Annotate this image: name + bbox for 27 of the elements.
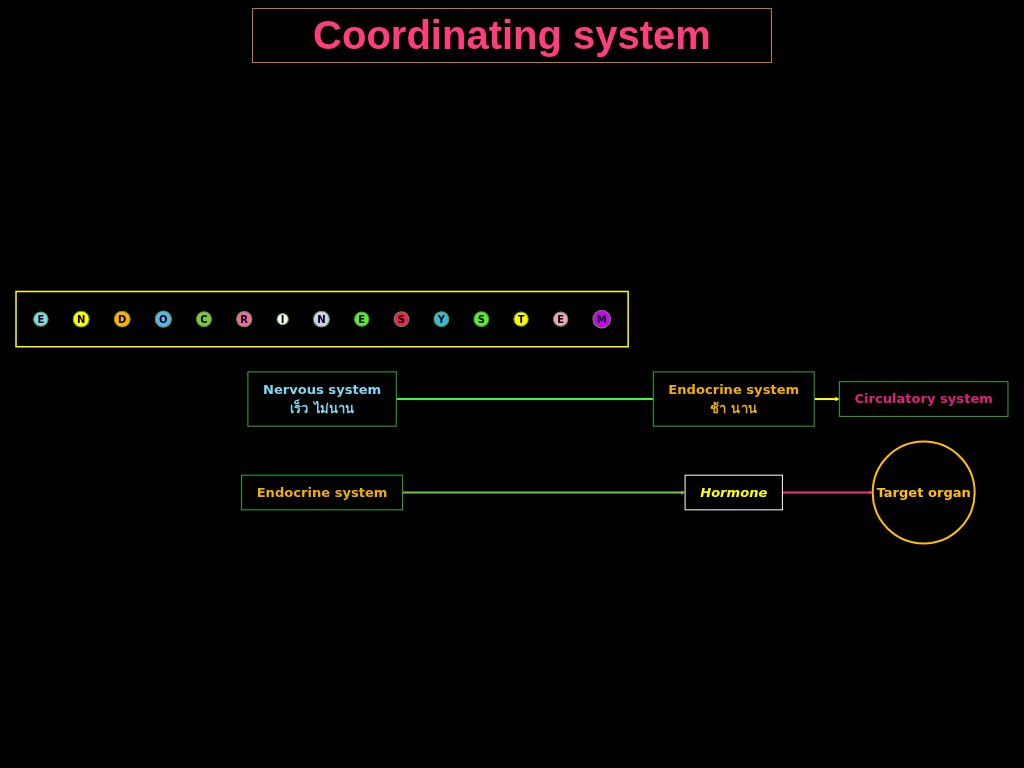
node-circle: N: [72, 310, 90, 328]
node-circle: M: [592, 309, 612, 329]
arrow: [402, 490, 686, 495]
node-box: Hormone: [684, 474, 783, 511]
node-circle: Target organ: [871, 440, 976, 545]
title: Coordinating system: [252, 8, 772, 63]
arrow: [814, 396, 840, 402]
node-circle: I: [276, 313, 289, 326]
node-circle: S: [393, 311, 410, 328]
connector: [396, 398, 654, 401]
node-box: Circulatory system: [838, 381, 1009, 417]
node-circle: S: [473, 311, 490, 328]
node-box: Endocrine system: [241, 474, 404, 511]
node-circle: E: [33, 311, 49, 327]
node-circle: T: [513, 311, 529, 327]
node-circle: E: [354, 311, 370, 327]
node-circle: D: [113, 310, 131, 328]
node-circle: Y: [433, 311, 450, 328]
node-box: Nervous system เร็ว ไม่นาน: [247, 371, 397, 427]
node-circle: E: [552, 311, 569, 327]
node-circle: C: [196, 311, 212, 328]
arrow: [782, 490, 873, 495]
node-circle: R: [236, 311, 253, 328]
cluster: [15, 290, 629, 348]
node-box: Endocrine system ช้า นาน: [652, 371, 815, 427]
node-circle: O: [154, 310, 172, 328]
node-circle: N: [312, 310, 330, 328]
